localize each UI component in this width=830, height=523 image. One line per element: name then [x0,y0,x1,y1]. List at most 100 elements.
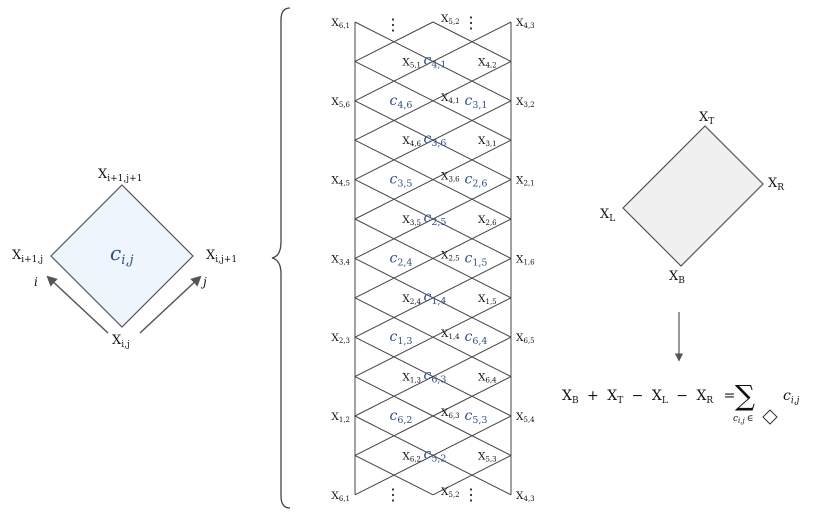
strip-inner-right-label: X2,6 [478,214,497,227]
strip-inner-left-label: X6,2 [402,450,421,463]
strip-diagonal-mid [432,336,512,378]
axis-j-label: j [200,275,207,289]
cell-diamond [50,184,194,328]
strip-diagonal-mid [432,218,512,259]
strip-diagonal-up [354,336,512,417]
strip-right-vertex-label: X2,1 [516,175,535,188]
strip-diagonal-up [354,415,512,496]
strip-left-vertex-label: X5,6 [331,96,350,109]
strip-right-vertex-label: X6,5 [516,332,535,345]
strip-diagonal-mid [354,21,434,62]
strip-mid-vertex-label: X3,6 [441,171,460,184]
vertex-top-label: Xi+1,j+1 [98,167,142,184]
single-cell-group: Xi+1,j+1 Xi+1,j Xi,j+1 Xi,j ci,j i j [12,167,237,350]
strip-ellipsis: ⋮ [463,13,479,32]
strip-diagonal-mid [354,100,434,141]
strip-diagonal-mid [354,218,434,259]
strip-cell-label: c1,3 [390,329,413,347]
cell-center-label: ci,j [110,241,134,268]
strip-cell-label: c3,5 [390,172,413,190]
strip-cell-label: c3,1 [465,93,488,111]
strip-inner-right-label: X6,4 [478,372,497,385]
summary-rectangle [622,125,764,267]
strip-mid-vertex-label: X2,5 [441,249,460,262]
strip-cell-label: c5,3 [465,408,488,426]
strip-mid-vertex-label: X1,4 [441,328,460,341]
strip-diagonal-up [354,179,512,259]
strip-ellipsis: ⋮ [463,485,479,504]
strip-inner-left-label: X3,5 [402,214,421,227]
strip-mid-vertex-label: X4,1 [441,92,460,105]
strip-cell-label: c4,6 [390,93,413,111]
strip-diagonal-mid [432,179,512,220]
sum-symbol: ∑ [735,379,755,412]
strip-right-vertex-label: X1,6 [516,253,535,266]
strip-diagonal-mid [432,376,512,417]
strip-left-vertex-label: X1,2 [331,411,350,424]
strip-diagonal-mid [354,60,434,102]
strip-right-vertex-label: X4,3 [516,17,535,30]
strip-diagonal-mid [432,21,512,62]
strip-inner-left-label: X1,3 [402,372,421,385]
strip-cell-label: c6,2 [390,408,413,426]
equation: XB + XT − XL − XR = ∑ ci,j∈ ci,j [562,379,800,425]
vertex-left-label: Xi+1,j [12,248,43,265]
vertex-right-label: Xi,j+1 [206,248,237,265]
strip-cell-label: c2,6 [465,172,488,190]
vertex-bottom-label: Xi,j [112,333,130,350]
strip-diagonal-mid [432,60,512,102]
strip-inner-left-label: X2,4 [402,293,421,306]
strip-diagonal-mid [432,100,512,141]
strip-diagonal-up [354,257,512,338]
strip-diagonal-mid [354,415,434,456]
strip-inner-left-label: X4,6 [402,135,421,148]
strip-ellipsis: ⋮ [385,485,401,504]
strip-inner-right-label: X3,1 [478,135,497,148]
strip-right-vertex-label: X3,2 [516,96,535,109]
strip-inner-right-label: X1,5 [478,293,497,306]
strip-right-vertex-label: X5,4 [516,411,535,424]
strip-mid-vertex-label: X6,3 [441,407,460,420]
strip-cell-label: c4,1 [424,52,447,70]
strip-left-vertex-label: X6,1 [331,490,350,503]
equation-lhs: XB + XT − XL − XR = [562,388,735,407]
summary-diamond-group: XT XR XL XB [600,110,784,362]
strip-diagonal-mid [354,139,434,181]
strip-cell-label: c3,6 [424,131,447,149]
strip-diagonal-mid [354,297,434,338]
strip-diagonal-up [354,100,512,181]
strip-left-vertex-label: X4,5 [331,175,350,188]
strip-cell-label: c2,5 [424,210,447,228]
strip-inner-left-label: X5,1 [402,56,421,69]
small-diamond-icon [762,409,778,425]
strip-diagonal-mid [354,376,434,417]
strip-diagonal-mid [354,179,434,220]
strip-diagonal-mid [354,454,434,496]
strip-ellipsis: ⋮ [385,15,401,34]
strip-diagonal-mid [432,297,512,338]
strip-cell-label: c2,4 [390,250,413,268]
axis-i-label: i [34,275,38,289]
strip-left-vertex-label: X2,3 [331,332,350,345]
strip-cell-label: c1,5 [465,250,488,268]
sum-index: ci,j∈ [733,414,753,425]
strip-mid-vertex-label: X5,2 [441,13,460,26]
strip-mid-vertex-label: X5,2 [441,486,460,499]
strip-left-vertex-label: X6,1 [331,17,350,30]
summary-bottom-label: XB [669,269,685,286]
summary-top-label: XT [699,110,714,127]
strip-diagonal-mid [354,336,434,378]
curly-brace [271,7,291,509]
strip-diagonal-mid [432,454,512,496]
strip-cell-label: c1,4 [424,289,447,307]
axis-i-arrow [46,275,109,334]
strip-right-vertex-label: X4,3 [516,490,535,503]
strip-cell-label: c6,3 [424,368,447,386]
strip-diagonal-up [354,21,512,102]
strip-inner-right-label: X4,2 [478,56,497,69]
strip-inner-right-label: X5,3 [478,450,497,463]
sum-term: ci,j [783,388,800,406]
